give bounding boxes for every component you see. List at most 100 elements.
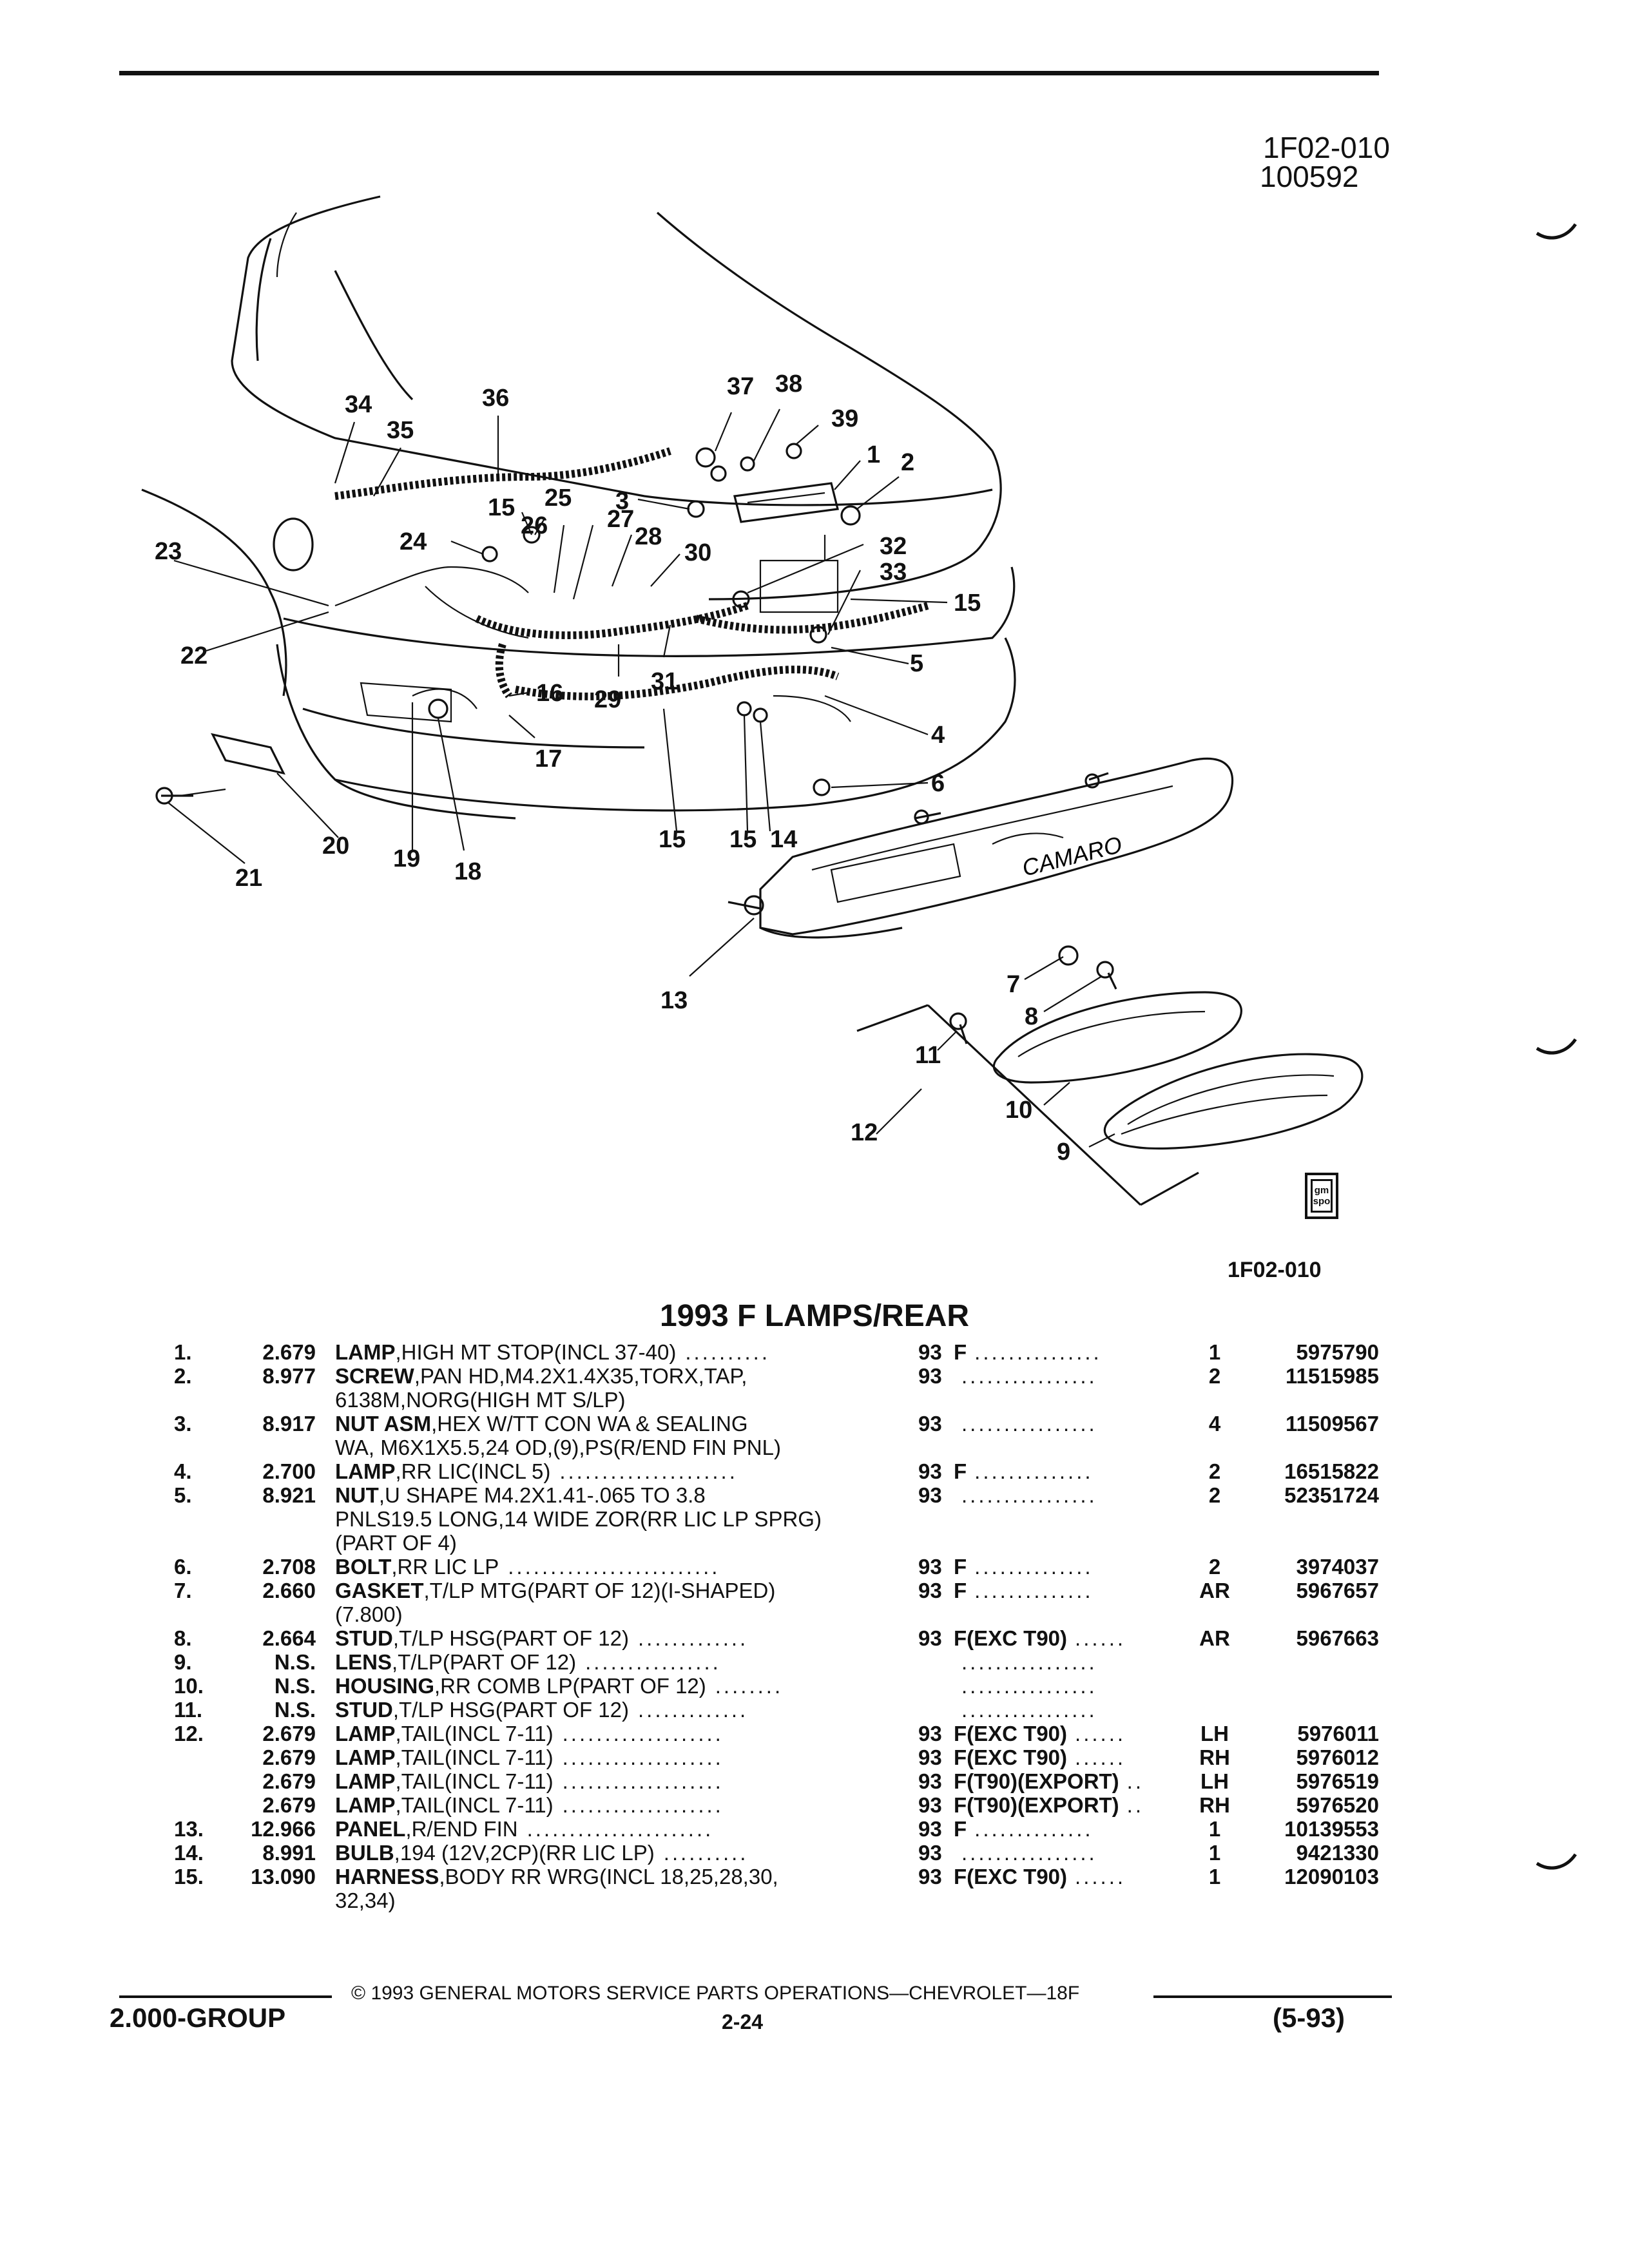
part-spec: ,T/LP MTG(PART OF 12)(I-SHAPED) xyxy=(423,1579,776,1602)
leader-dots: ................... xyxy=(562,1745,724,1769)
usage-code-value: F(EXC T90) xyxy=(954,1745,1068,1769)
part-name: NUT ASM xyxy=(335,1412,432,1436)
usage-code: F(EXC T90)...... xyxy=(954,1722,1126,1745)
quantity: 4 xyxy=(1208,1412,1221,1436)
callout-26: 24 xyxy=(400,528,427,555)
callout-33: 31 xyxy=(651,668,678,695)
leader-dots: ................ xyxy=(961,1650,1097,1674)
part-number: 5976519 xyxy=(1296,1769,1379,1793)
quantity: 1 xyxy=(1208,1865,1221,1888)
part-number: 5967657 xyxy=(1296,1579,1379,1602)
group-number: 2.679 xyxy=(262,1793,316,1817)
part-description: SCREW,PAN HD,M4.2X1.4X35,TORX,TAP, xyxy=(335,1364,756,1388)
part-name: LAMP xyxy=(335,1722,396,1745)
callout-30: 28 xyxy=(635,523,662,550)
callout-3: 3 xyxy=(615,488,629,515)
group-number: N.S. xyxy=(274,1650,316,1674)
part-spec: ,HIGH MT STOP(INCL 37-40) xyxy=(395,1340,677,1364)
part-description: LAMP,RR LIC(INCL 5)..................... xyxy=(335,1459,738,1483)
leader-dots: ...... xyxy=(1075,1722,1126,1745)
group-number: 8.977 xyxy=(262,1364,316,1388)
callout-25: 23 xyxy=(155,538,182,565)
diagram-code: 1F02-010 xyxy=(1263,131,1390,164)
item-number: 2. xyxy=(174,1364,192,1388)
part-description: LAMP,HIGH MT STOP(INCL 37-40).......... xyxy=(335,1340,770,1364)
model-year: 93 xyxy=(918,1841,942,1865)
leader-dots: ................ xyxy=(961,1841,1097,1865)
part-number: 5976012 xyxy=(1296,1745,1379,1769)
callout-31: 29 xyxy=(594,686,621,713)
leader-dots: ............. xyxy=(638,1626,749,1650)
part-description: LAMP,TAIL(INCL 7-11)................... xyxy=(335,1722,724,1745)
model-year: 93 xyxy=(918,1412,942,1436)
leader-dots: ................ xyxy=(961,1364,1097,1388)
model-year: 93 xyxy=(918,1555,942,1579)
callout-32: 30 xyxy=(684,539,711,566)
part-description: HARNESS,BODY RR WRG(INCL 18,25,28,30, xyxy=(335,1865,787,1888)
usage-code-value: F(T90)(EXPORT) xyxy=(954,1793,1119,1817)
model-year: 93 xyxy=(918,1626,942,1650)
callout-17: 15 xyxy=(659,826,686,853)
callout-34: 32 xyxy=(880,533,907,560)
leader-dots: ................ xyxy=(585,1650,721,1674)
usage-code: ................ xyxy=(954,1841,1097,1865)
callout-35: 33 xyxy=(880,559,907,586)
part-name: LAMP xyxy=(335,1459,396,1483)
part-spec: ,U SHAPE M4.2X1.41-.065 TO 3.8 xyxy=(378,1483,706,1507)
leader-dots: .......... xyxy=(685,1340,771,1364)
part-description: LAMP,TAIL(INCL 7-11)................... xyxy=(335,1769,724,1793)
leader-dots: ..................... xyxy=(559,1459,738,1483)
group-number: 8.921 xyxy=(262,1483,316,1507)
part-description: NUT,U SHAPE M4.2X1.41-.065 TO 3.8 xyxy=(335,1483,715,1507)
model-year: 93 xyxy=(918,1579,942,1602)
high-mount-stop-lamp xyxy=(733,482,839,523)
usage-code-value: F(T90)(EXPORT) xyxy=(954,1769,1119,1793)
part-spec: ,TAIL(INCL 7-11) xyxy=(395,1769,554,1793)
usage-code-value: F(EXC T90) xyxy=(954,1865,1068,1888)
callout-21: 19 xyxy=(393,845,420,872)
item-number: 11. xyxy=(174,1698,203,1722)
leader-dots: ............... xyxy=(974,1340,1102,1364)
quantity: 2 xyxy=(1208,1364,1221,1388)
usage-code-value: F xyxy=(954,1579,967,1602)
callout-40: 38 xyxy=(775,370,802,398)
callout-41: 39 xyxy=(831,405,858,432)
usage-code-value: F xyxy=(954,1340,967,1364)
model-year: 93 xyxy=(918,1865,942,1888)
car-body-outline xyxy=(141,195,1016,820)
quantity: RH xyxy=(1199,1745,1230,1769)
leader-dots: .. xyxy=(1126,1793,1144,1817)
quantity: 2 xyxy=(1208,1459,1221,1483)
callout-12: 12 xyxy=(851,1119,878,1146)
binding-mark xyxy=(1536,1853,1577,1870)
group-number: 2.700 xyxy=(262,1459,316,1483)
usage-code: ................ xyxy=(954,1698,1097,1722)
usage-code: ................ xyxy=(954,1364,1097,1388)
part-spec: ,HEX W/TT CON WA & SEALING xyxy=(431,1412,748,1436)
section-title: 1993 F LAMPS/REAR xyxy=(659,1299,970,1333)
quantity: AR xyxy=(1199,1626,1230,1650)
callout-19: 17 xyxy=(535,745,562,773)
part-number: 10139553 xyxy=(1284,1817,1379,1841)
group-number: 2.660 xyxy=(262,1579,316,1602)
leader-dots: ................ xyxy=(961,1674,1097,1698)
leader-dots: ................ xyxy=(961,1698,1097,1722)
model-year: 93 xyxy=(918,1793,942,1817)
part-description: STUD,T/LP HSG(PART OF 12)............. xyxy=(335,1698,748,1722)
part-number: 5975790 xyxy=(1296,1340,1379,1364)
part-name: LAMP xyxy=(335,1340,396,1364)
quantity: 2 xyxy=(1208,1555,1221,1579)
gm-spo-logo-text: gm spo xyxy=(1311,1179,1333,1213)
part-number: 52351724 xyxy=(1284,1483,1379,1507)
usage-code: F(EXC T90)...... xyxy=(954,1745,1126,1769)
camaro-badge: CAMARO xyxy=(1019,831,1124,881)
part-description: LAMP,TAIL(INCL 7-11)................... xyxy=(335,1793,724,1817)
part-description-continued: (PART OF 4) xyxy=(335,1531,457,1555)
footer-group: 2.000-GROUP xyxy=(110,2003,286,2033)
footer-copyright: © 1993 GENERAL MOTORS SERVICE PARTS OPER… xyxy=(351,1983,1080,2004)
leader-dots: ................ xyxy=(961,1412,1097,1436)
part-spec: ,RR COMB LP(PART OF 12) xyxy=(434,1674,706,1698)
part-description: STUD,T/LP HSG(PART OF 12)............. xyxy=(335,1626,748,1650)
part-name: BOLT xyxy=(335,1555,392,1579)
usage-code: ................ xyxy=(954,1483,1097,1507)
